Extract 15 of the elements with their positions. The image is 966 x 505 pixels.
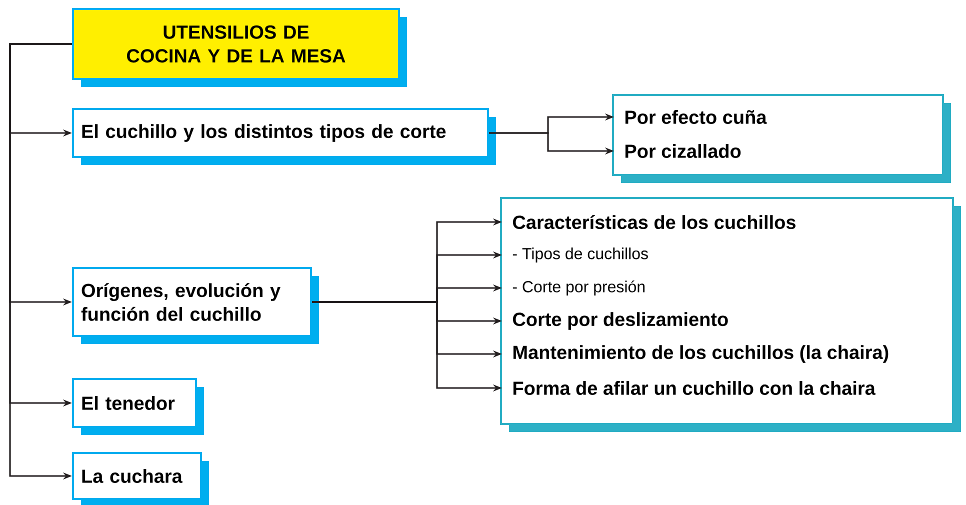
title-box: UTENSILIOS DE COCINA Y DE LA MESA xyxy=(72,8,407,87)
list-item: Por cizallado xyxy=(625,144,741,158)
topic-box: La cuchara xyxy=(72,452,209,505)
topic-box: El tenedor xyxy=(72,378,204,435)
list-item: Corte por deslizamiento xyxy=(513,312,728,330)
list-item: Forma de afilar un cuchillo con la chaira xyxy=(513,381,876,395)
list-item: Mantenimiento de los cuchillos (la chaira) xyxy=(513,345,888,363)
list-item: - Tipos de cuchillos xyxy=(512,248,648,262)
list-item: - Corte por presión xyxy=(512,280,645,296)
list-box xyxy=(500,197,961,432)
topic-box: El cuchillo y los distintos tipos de corte xyxy=(72,108,496,165)
list-item: Características de los cuchillos xyxy=(513,214,796,230)
topic-box: Orígenes, evolución y función del cuchillo xyxy=(72,267,319,344)
list-item: Por efecto cuña xyxy=(625,110,767,124)
list-box xyxy=(612,94,951,183)
